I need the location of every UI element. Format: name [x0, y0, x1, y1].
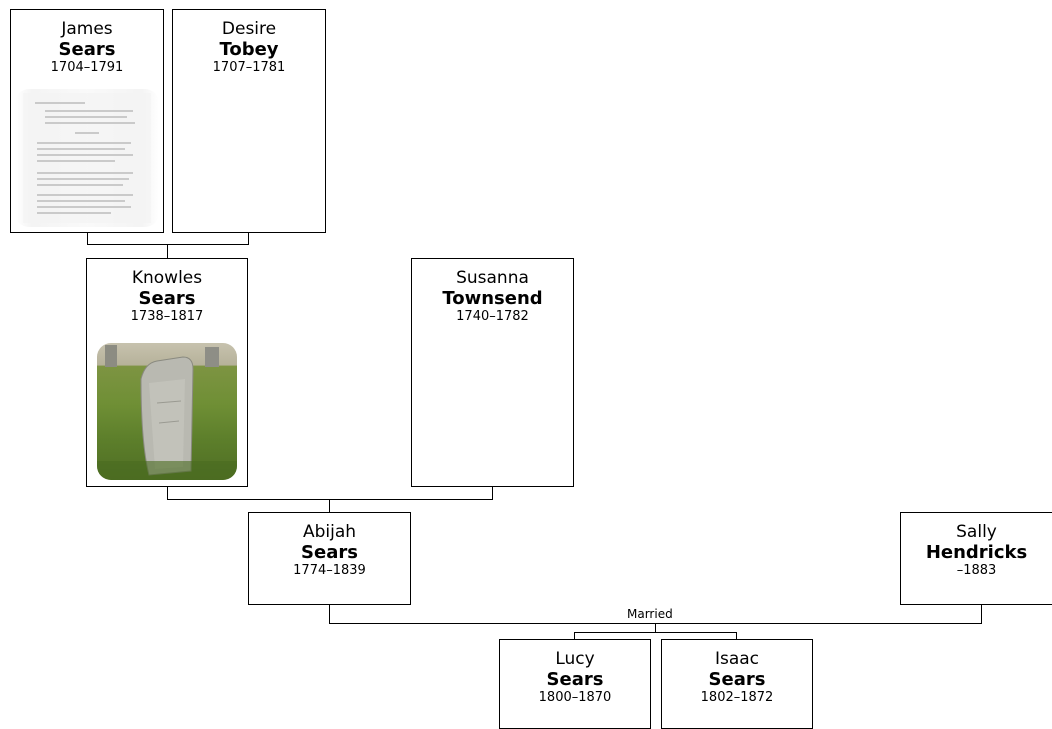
connector-to-children	[655, 623, 656, 632]
given-name: James	[61, 19, 113, 39]
person-card-susanna-townsend[interactable]: Susanna Townsend 1740–1782	[411, 258, 574, 487]
connector-susanna	[492, 486, 493, 499]
life-dates: 1740–1782	[456, 309, 529, 324]
life-dates: 1774–1839	[293, 563, 366, 578]
life-dates: 1802–1872	[700, 690, 774, 705]
person-card-abijah-sears[interactable]: Abijah Sears 1774–1839	[248, 512, 411, 605]
connector-desire	[248, 232, 249, 244]
person-card-lucy-sears[interactable]: Lucy Sears 1800–1870	[499, 639, 651, 729]
connector-lucy	[574, 632, 575, 639]
life-dates: 1704–1791	[50, 60, 124, 75]
given-name: Lucy	[555, 649, 595, 669]
connector-to-knowles	[167, 244, 168, 258]
surname: Sears	[708, 669, 766, 690]
given-name: Isaac	[714, 649, 760, 669]
surname: Sears	[138, 288, 196, 309]
life-dates: 1707–1781	[212, 60, 286, 75]
given-name: Knowles	[131, 268, 203, 288]
connector-james-desire	[87, 244, 249, 245]
connector-james	[87, 232, 88, 244]
surname: Sears	[301, 542, 358, 563]
surname: Sears	[546, 669, 604, 690]
life-dates: –1883	[956, 563, 997, 578]
person-card-desire-tobey[interactable]: Desire Tobey 1707–1781	[172, 9, 326, 233]
connector-abijah	[329, 604, 330, 624]
connector-sally	[981, 604, 982, 624]
connector-knowles	[167, 486, 168, 499]
surname: Hendricks	[925, 542, 1028, 563]
document-photo[interactable]	[15, 89, 159, 227]
gravestone-photo[interactable]	[97, 343, 237, 480]
connector-knowles-susanna	[167, 499, 493, 500]
connector-children	[574, 632, 737, 633]
surname: Tobey	[219, 39, 279, 60]
surname: Townsend	[442, 288, 543, 309]
connector-to-abijah	[329, 499, 330, 512]
surname: Sears	[58, 39, 116, 60]
document-scan-icon	[23, 93, 151, 223]
life-dates: 1800–1870	[538, 690, 612, 705]
life-dates: 1738–1817	[130, 309, 204, 324]
person-card-isaac-sears[interactable]: Isaac Sears 1802–1872	[661, 639, 813, 729]
given-name: Desire	[221, 19, 277, 39]
given-name: Abijah	[302, 522, 357, 542]
person-card-knowles-sears[interactable]: Knowles Sears 1738–1817	[86, 258, 248, 487]
person-card-james-sears[interactable]: James Sears 1704–1791	[10, 9, 164, 233]
married-label: Married	[627, 607, 673, 621]
connector-isaac	[736, 632, 737, 639]
given-name: Susanna	[456, 268, 529, 288]
gravestone-icon	[97, 345, 237, 480]
person-card-sally-hendricks[interactable]: Sally Hendricks –1883	[900, 512, 1052, 605]
given-name: Sally	[956, 522, 997, 542]
